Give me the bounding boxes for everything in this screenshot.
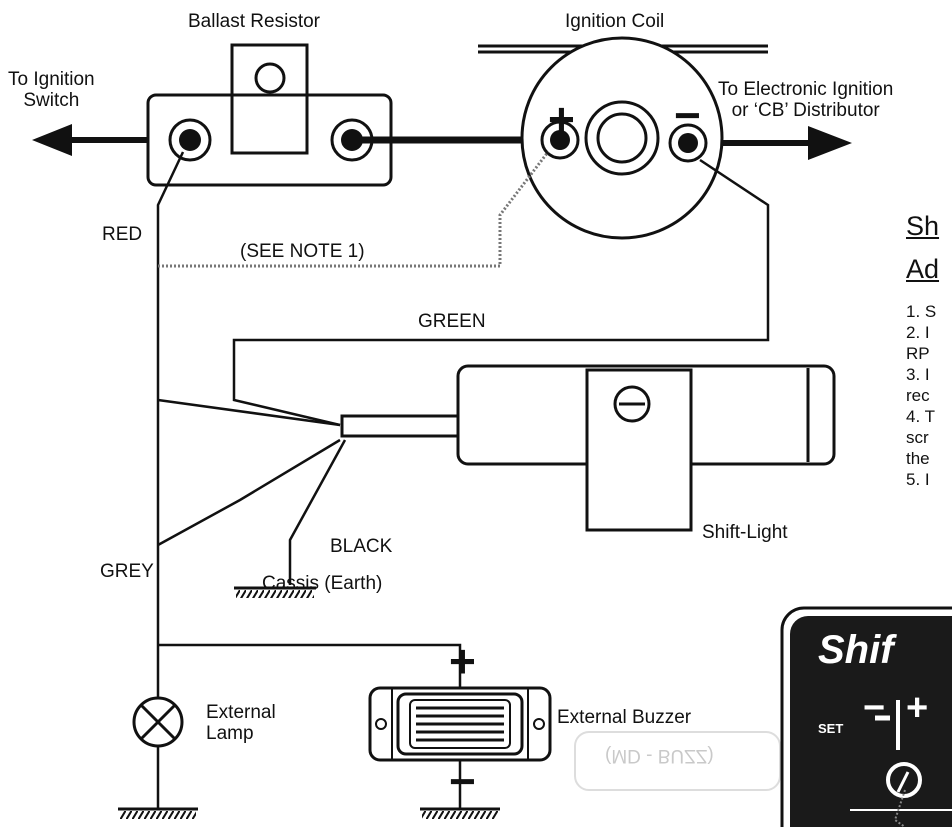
- part-number-stamp: [574, 731, 781, 791]
- set-knob-icon: [886, 762, 922, 798]
- panel-set-label: SET: [818, 721, 844, 736]
- panel-title: Shif: [818, 628, 894, 672]
- external-lamp-label: External Lamp: [206, 702, 276, 744]
- side-heading-line2: Ad: [906, 254, 940, 284]
- external-buzzer-symbol: [368, 686, 552, 762]
- black-wire-label: BLACK: [330, 536, 393, 557]
- side-note: the: [906, 449, 930, 468]
- to-distributor-label: To Electronic Ignition or ‘CB’ Distribut…: [718, 79, 894, 121]
- panel-minus: −: [863, 687, 886, 729]
- coil-negative-sign: −: [674, 89, 701, 141]
- panel-plus: +: [906, 687, 929, 729]
- side-note: RP: [906, 344, 930, 363]
- buzzer-part-label: (MD - BUZZ): [605, 744, 714, 766]
- side-note: 2. I: [906, 323, 930, 342]
- shift-light-label: Shift-Light: [702, 522, 788, 543]
- grey-to-shiftlight: [157, 438, 341, 547]
- chassis-label: Cassis (Earth): [262, 573, 383, 594]
- ballast-resistor-label: Ballast Resistor: [188, 11, 320, 32]
- external-buzzer-label: External Buzzer: [557, 707, 692, 728]
- lamp-ground-symbol: [118, 807, 198, 819]
- red-wire-label: RED: [102, 224, 143, 245]
- side-heading-line1: Sh: [906, 211, 940, 241]
- ballast-resistor: [146, 43, 393, 187]
- side-note: scr: [906, 428, 929, 447]
- ignition-coil-label: Ignition Coil: [565, 11, 665, 32]
- grey-wire-label: GREY: [100, 561, 154, 582]
- buzzer-negative-sign: −: [449, 755, 476, 807]
- buzzer-positive-sign: +: [449, 635, 476, 687]
- external-lamp-symbol: [132, 696, 184, 748]
- see-note-label: (SEE NOTE 1): [240, 241, 365, 262]
- side-note: 5. I: [906, 470, 930, 489]
- buzzer-ground-symbol: [420, 807, 500, 819]
- shift-light-unit: [456, 364, 836, 532]
- green-wire-label: GREEN: [418, 311, 486, 332]
- side-note: 4. T: [906, 407, 935, 426]
- ignition-coil: [478, 36, 768, 240]
- coil-positive-sign: +: [548, 93, 575, 145]
- green-wire: [232, 158, 770, 427]
- red-wire: [156, 151, 185, 590]
- control-panel: [780, 606, 952, 827]
- side-note: 1. S: [906, 302, 937, 321]
- side-note: 3. I: [906, 365, 930, 384]
- black-wire: [288, 439, 347, 585]
- side-note: rec: [906, 386, 930, 405]
- to-ignition-switch-label: To Ignition Switch: [8, 69, 95, 111]
- chassis-earth-symbol: [234, 586, 316, 598]
- note1-dotted-wire: [158, 151, 550, 268]
